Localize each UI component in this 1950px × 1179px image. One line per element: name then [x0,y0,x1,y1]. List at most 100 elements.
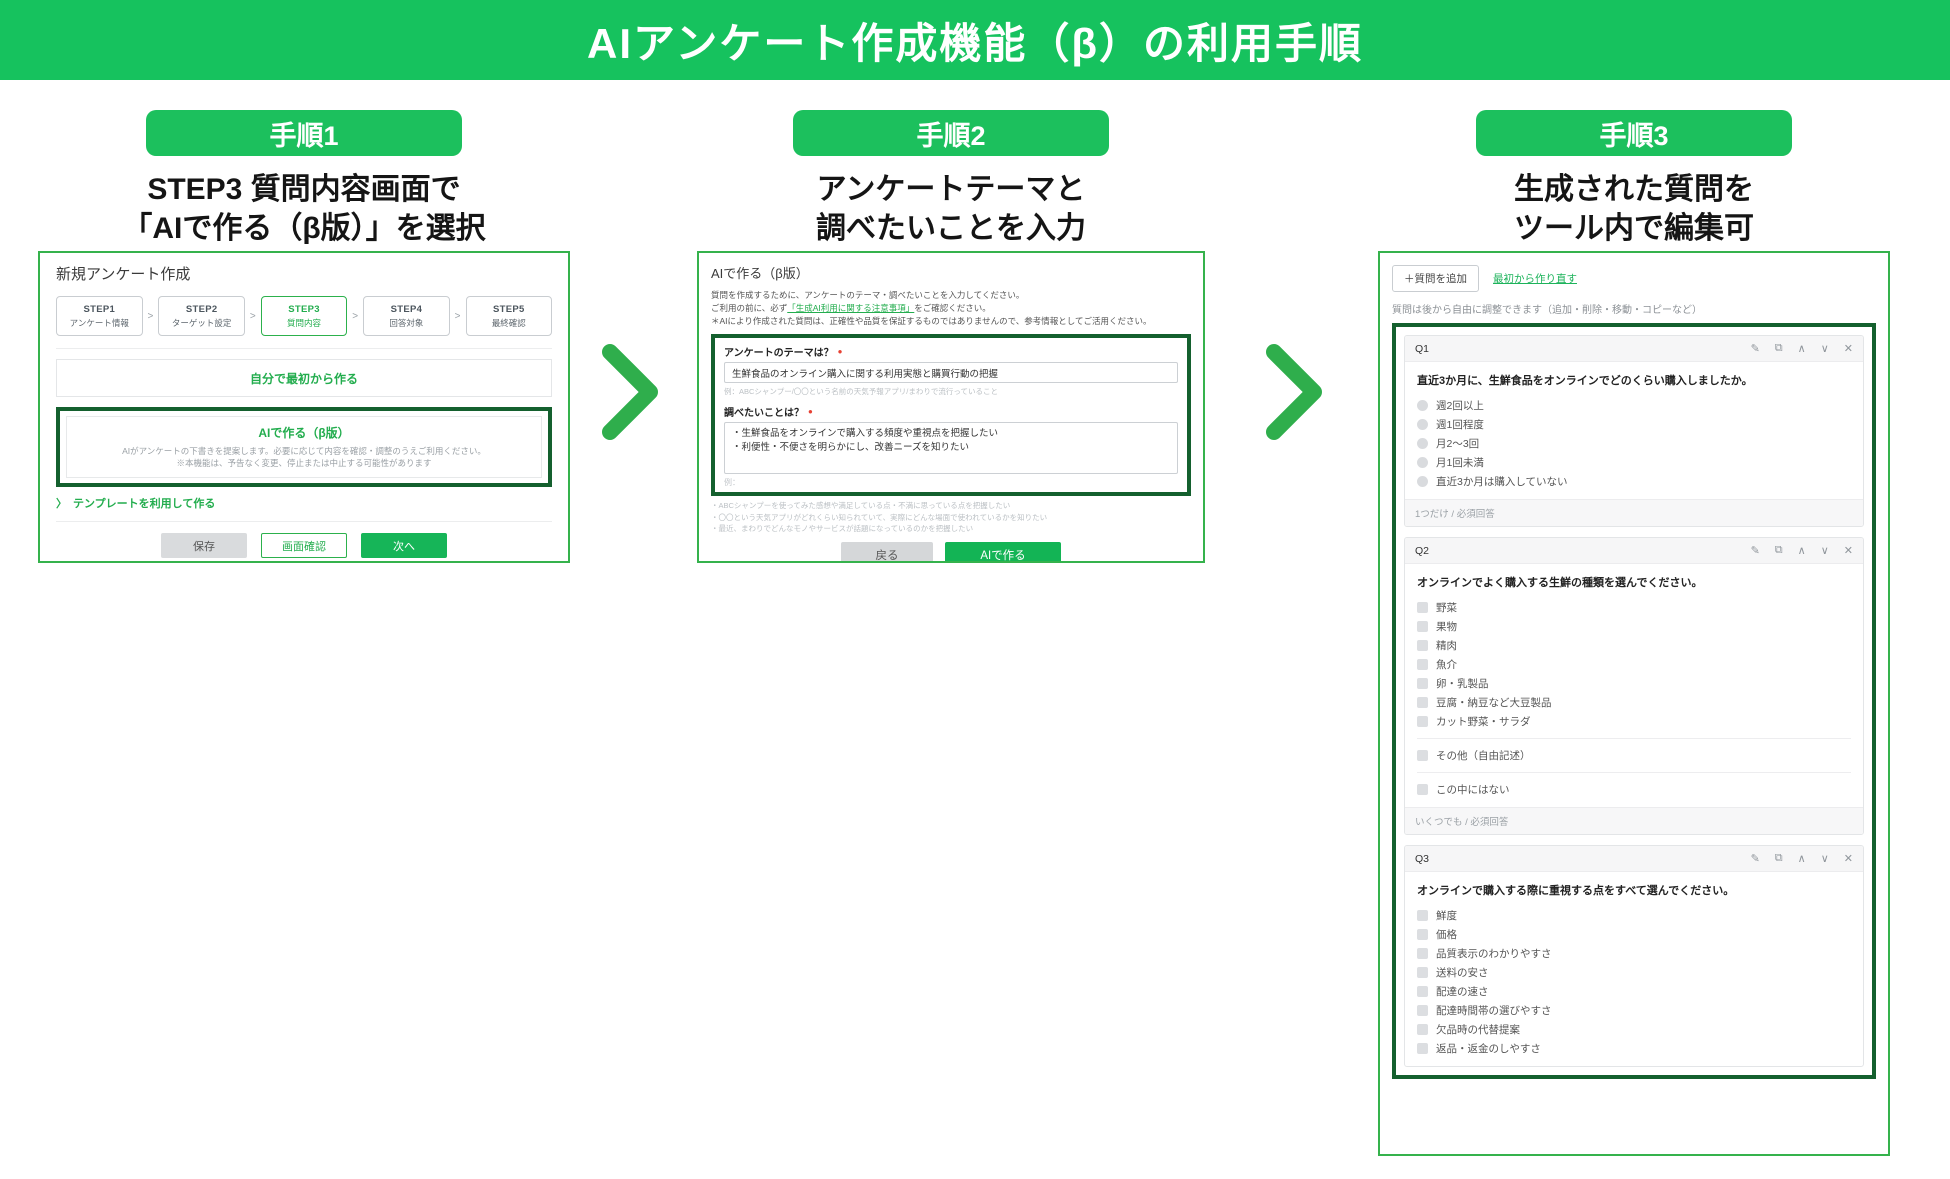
checkbox-option-other[interactable]: その他（自由記述） [1417,746,1851,765]
radio-icon[interactable] [1417,476,1428,487]
create-with-ai-submit-button[interactable]: AIで作る [945,541,1061,561]
checkbox-icon[interactable] [1417,716,1428,727]
checkbox-icon[interactable] [1417,750,1428,761]
wizard-step-label: 最終確認 [491,317,526,328]
edit-icon[interactable]: ✎ [1750,545,1760,557]
wizard-step-1[interactable]: STEP1 アンケート情報 [56,296,143,336]
template-link[interactable]: 〉 テンプレートを利用して作る [56,495,552,511]
move-up-icon[interactable]: ∧ [1797,343,1806,355]
checkbox-option[interactable]: 欠品時の代替提案 [1417,1020,1851,1039]
radio-option[interactable]: 月1回未満 [1417,453,1851,472]
question-footer: いくつでも / 必須回答 [1405,807,1863,834]
edit-icon[interactable]: ✎ [1750,853,1760,865]
option-label: 果物 [1436,621,1457,633]
radio-icon[interactable] [1417,419,1428,430]
checkbox-icon[interactable] [1417,678,1428,689]
desc-line2: ご利用の前に、必ず「生成AI利用に関する注意事項」をご確認ください。 [711,302,1191,315]
delete-icon[interactable]: ✕ [1843,343,1853,355]
theme-hint: 例：ABCシャンプー/〇〇という名前の天気予報アプリ/まわりで流行っていること [724,387,998,396]
checkbox-option[interactable]: 野菜 [1417,598,1851,617]
question-actions: ✎ ⧉ ∧ ∨ ✕ [1751,342,1853,355]
move-down-icon[interactable]: ∨ [1820,343,1829,355]
required-dot-icon: ● [808,407,813,416]
option-label: 返品・返金のしやすさ [1436,1043,1541,1055]
delete-icon[interactable]: ✕ [1843,545,1853,557]
checkbox-icon[interactable] [1417,986,1428,997]
back-button[interactable]: 戻る [841,541,933,561]
radio-icon[interactable] [1417,400,1428,411]
checkbox-icon[interactable] [1417,910,1428,921]
checkbox-option[interactable]: 品質表示のわかりやすさ [1417,944,1851,963]
wizard-step-4[interactable]: STEP4 回答対象 [363,296,450,336]
checkbox-option[interactable]: 返品・返金のしやすさ [1417,1039,1851,1058]
checkbox-option[interactable]: 豆腐・納豆など大豆製品 [1417,693,1851,712]
research-textarea[interactable]: ・生鮮食品をオンラインで購入する頻度や重視点を把握したい ・利便性・不便さを明ら… [724,422,1178,474]
checkbox-icon[interactable] [1417,1005,1428,1016]
step1-screenshot: 新規アンケート作成 STEP1 アンケート情報 > STEP2 ターゲット設定 … [38,251,570,563]
checkbox-option[interactable]: 鮮度 [1417,906,1851,925]
checkbox-icon[interactable] [1417,697,1428,708]
checkbox-icon[interactable] [1417,621,1428,632]
checkbox-option[interactable]: 卵・乳製品 [1417,674,1851,693]
copy-icon[interactable]: ⧉ [1774,342,1783,354]
option-label: その他（自由記述） [1436,750,1531,762]
ai-option-highlight: AIで作る（β版） AIがアンケートの下書きを提案します。必要に応じて内容を確認… [56,407,552,487]
next-step-arrow-icon [1266,344,1322,440]
add-question-button[interactable]: ＋質問を追加 [1392,265,1479,292]
copy-icon[interactable]: ⧉ [1774,544,1783,556]
checkbox-option[interactable]: 送料の安さ [1417,963,1851,982]
example-hints: ・ABCシャンプーを使ってみた感想や満足している点・不満に思っている点を把握した… [711,500,1191,535]
checkbox-option[interactable]: 果物 [1417,617,1851,636]
checkbox-icon[interactable] [1417,967,1428,978]
checkbox-option[interactable]: 精肉 [1417,636,1851,655]
move-down-icon[interactable]: ∨ [1820,853,1829,865]
checkbox-icon[interactable] [1417,1024,1428,1035]
radio-option[interactable]: 週2回以上 [1417,396,1851,415]
step2-heading: アンケートテーマと 調べたいことを入力 [697,170,1205,248]
preview-button[interactable]: 画面確認 [261,533,347,558]
checkbox-icon[interactable] [1417,948,1428,959]
move-up-icon[interactable]: ∧ [1797,545,1806,557]
wizard-step-5[interactable]: STEP5 最終確認 [465,296,553,336]
wizard-step-name: STEP3 [288,303,320,315]
genai-notes-link[interactable]: 「生成AI利用に関する注意事項」 [787,303,915,313]
question-card-q1: Q1 ✎ ⧉ ∧ ∨ ✕ 直近3か月に、生鮮食品をオンラインでどのくらい購入しま… [1404,335,1864,527]
option-label: 週1回程度 [1436,419,1484,431]
checkbox-option[interactable]: カット野菜・サラダ [1417,712,1851,731]
checkbox-option[interactable]: 配達時間帯の選びやすさ [1417,1001,1851,1020]
ai-create-description: 質問を作成するために、アンケートのテーマ・調べたいことを入力してください。 ご利… [711,289,1191,328]
checkbox-icon[interactable] [1417,640,1428,651]
radio-icon[interactable] [1417,457,1428,468]
checkbox-icon[interactable] [1417,929,1428,940]
create-with-ai-button[interactable]: AIで作る（β版） AIがアンケートの下書きを提案します。必要に応じて内容を確認… [66,416,542,478]
option-label: 野菜 [1436,602,1457,614]
save-button[interactable]: 保存 [161,533,247,558]
theme-input[interactable] [724,362,1178,383]
divider [1417,772,1851,773]
checkbox-option[interactable]: 魚介 [1417,655,1851,674]
recreate-link[interactable]: 最初から作り直す [1493,273,1577,285]
question-card-q2: Q2 ✎ ⧉ ∧ ∨ ✕ オンラインでよく購入する生鮮の種類を選んでください。 … [1404,537,1864,835]
radio-icon[interactable] [1417,438,1428,449]
wizard-step-3-active[interactable]: STEP3 質問内容 [260,296,348,336]
checkbox-icon[interactable] [1417,659,1428,670]
radio-option[interactable]: 週1回程度 [1417,415,1851,434]
chevron-right-icon: 〉 [56,498,67,510]
checkbox-icon[interactable] [1417,784,1428,795]
delete-icon[interactable]: ✕ [1843,853,1853,865]
checkbox-icon[interactable] [1417,602,1428,613]
next-button[interactable]: 次へ [361,533,447,558]
move-down-icon[interactable]: ∨ [1820,545,1829,557]
radio-option[interactable]: 直近3か月は購入していない [1417,472,1851,491]
edit-icon[interactable]: ✎ [1750,343,1760,355]
create-from-scratch-button[interactable]: 自分で最初から作る [56,359,552,397]
checkbox-icon[interactable] [1417,1043,1428,1054]
wizard-step-2[interactable]: STEP2 ターゲット設定 [158,296,245,336]
checkbox-option[interactable]: 価格 [1417,925,1851,944]
checkbox-option-none[interactable]: この中にはない [1417,780,1851,799]
theme-label-text: アンケートのテーマは？ [724,348,834,359]
checkbox-option[interactable]: 配達の速さ [1417,982,1851,1001]
move-up-icon[interactable]: ∧ [1797,853,1806,865]
radio-option[interactable]: 月2〜3回 [1417,434,1851,453]
copy-icon[interactable]: ⧉ [1774,852,1783,864]
